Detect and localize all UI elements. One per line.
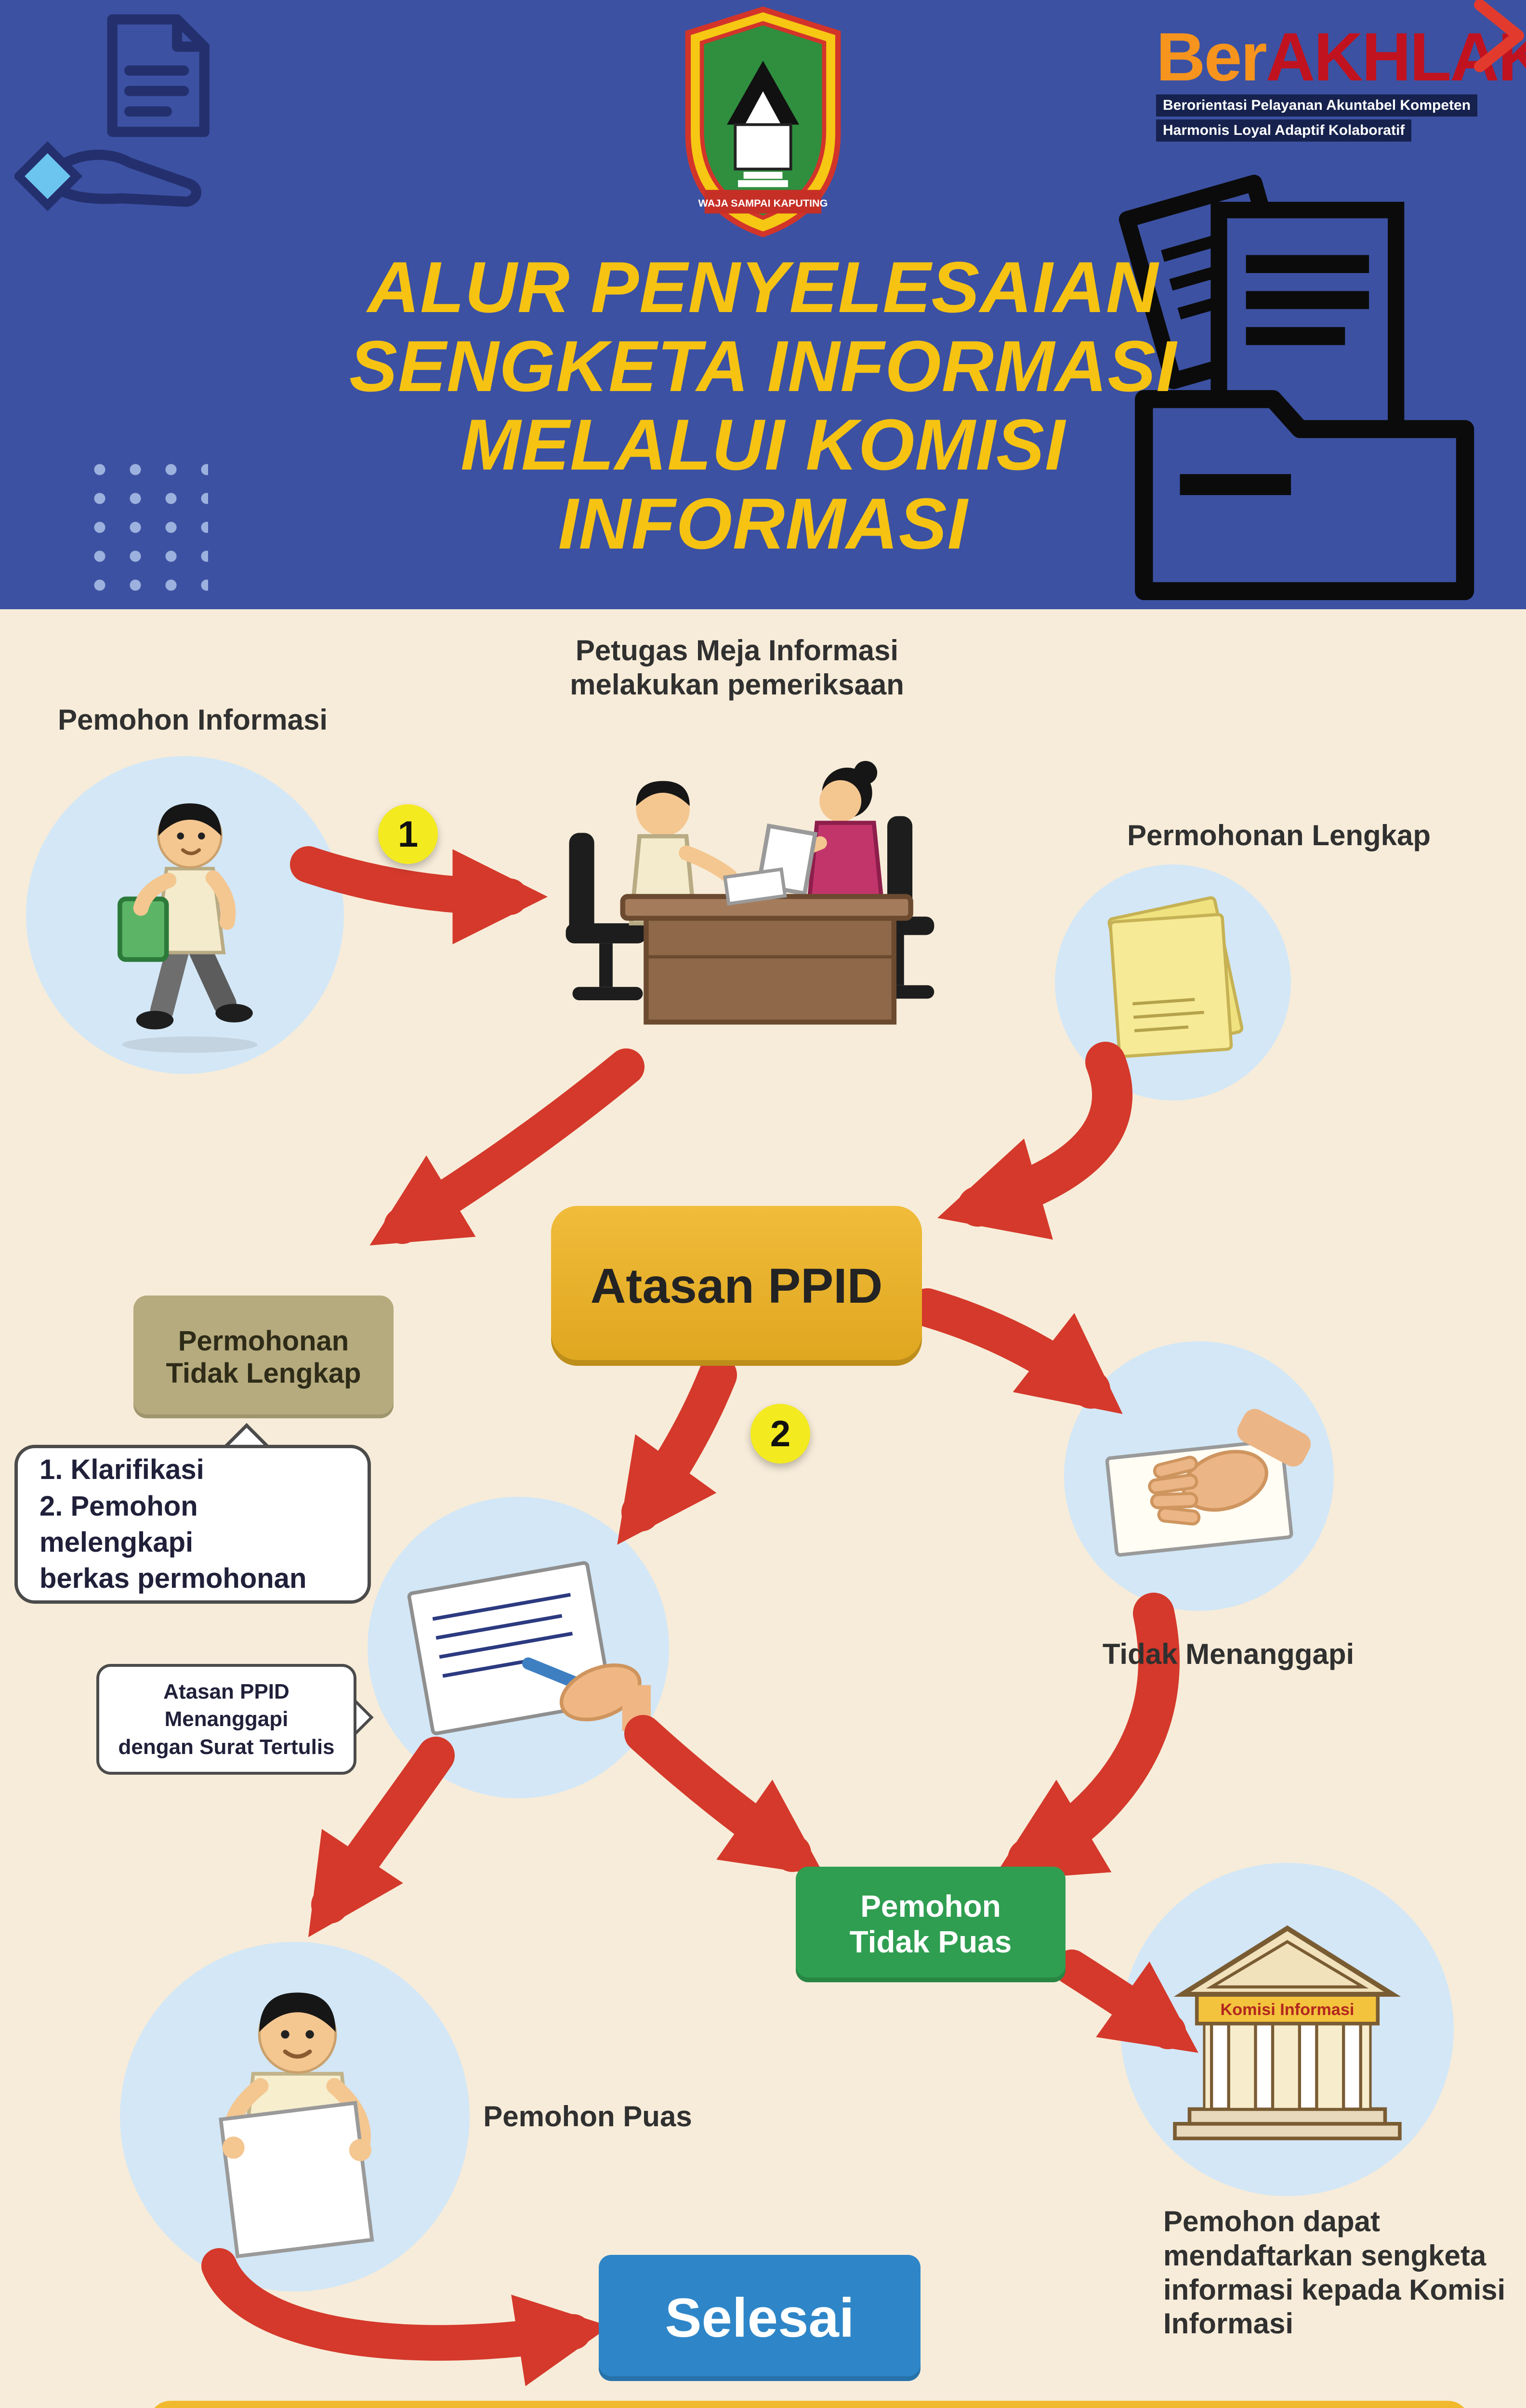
step-badge-2: 2 (750, 1404, 810, 1464)
berakhlak-tagline-1: Berorientasi Pelayanan Akuntabel Kompete… (1156, 94, 1478, 117)
document-stack-illustration (1107, 896, 1244, 1059)
dot-grid-left (82, 455, 208, 600)
komisi-building-illustration: Komisi Informasi (1172, 1925, 1402, 2140)
applicant-circle (26, 756, 344, 1074)
komisi-caption: Pemohon dapat mendaftarkan sengketa info… (1163, 2205, 1506, 2340)
officer-caption: Petugas Meja Informasi melakukan pemerik… (570, 634, 904, 701)
satisfied-label: Pemohon Puas (483, 2100, 692, 2133)
berakhlak-tagline-2: Harmonis Loyal Adaptif Kolaboratif (1156, 119, 1412, 142)
no-response-label: Tidak Menanggapi (1102, 1638, 1355, 1670)
satisfied-circle (120, 1942, 470, 2291)
provincial-crest-logo: WAJA SAMPAI KAPUTING (685, 6, 841, 237)
flow-arrow (624, 1715, 825, 1876)
complete-request-circle (1055, 864, 1291, 1100)
reading-man-illustration (218, 1992, 374, 2258)
no-response-circle (1064, 1341, 1334, 1611)
incomplete-request-box: Permohonan Tidak Lengkap (133, 1296, 394, 1418)
incomplete-bubble-text: 1. Klarifikasi 2. Pemohon melengkapi ber… (39, 1454, 307, 1595)
berakhlak-logo: BerAKHLAK Berorientasi Pelayanan Akuntab… (1156, 23, 1526, 142)
crest-motto: WAJA SAMPAI KAPUTING (698, 197, 828, 209)
komisi-sign: Komisi Informasi (1220, 2001, 1354, 2019)
berakhlak-prefix: Ber (1156, 19, 1267, 95)
complete-request-label: Permohonan Lengkap (1127, 819, 1431, 851)
applicant-label: Pemohon Informasi (57, 704, 328, 736)
incomplete-bubble: 1. Klarifikasi 2. Pemohon melengkapi ber… (14, 1445, 371, 1604)
respond-bubble-text: Atasan PPID Menanggapi dengan Surat Tert… (118, 1680, 335, 1759)
flow-arrow (617, 1356, 737, 1545)
letter-writing-illustration (407, 1561, 651, 1735)
chevron-right-icon (1474, 0, 1524, 72)
respond-bubble: Atasan PPID Menanggapi dengan Surat Tert… (96, 1664, 356, 1775)
hand-on-paper-illustration (1105, 1409, 1311, 1557)
desk-scene-illustration (566, 760, 934, 1025)
poster-title: ALUR PENYELESAIAN SENGKETA INFORMASI MEL… (349, 247, 1177, 564)
step-badge-1: 1 (378, 804, 438, 864)
flow-arrow (908, 1288, 1123, 1414)
komisi-circle: Komisi Informasi (1120, 1863, 1454, 2196)
document-hand-icon (14, 14, 210, 211)
dissatisfied-box: Pemohon Tidak Puas (796, 1867, 1066, 1982)
walking-man-illustration (117, 803, 258, 1053)
berakhlak-wordmark: BerAKHLAK (1156, 23, 1526, 92)
atasan-ppid-box: Atasan PPID (551, 1206, 922, 1366)
written-response-circle (368, 1497, 669, 1798)
flow-arrow (369, 1048, 645, 1245)
done-box: Selesai (599, 2255, 921, 2381)
folder-documents-icon (1118, 174, 1474, 601)
footnote-box: 1. Permohonan keberatan disampaikan pali… (149, 2401, 1470, 2408)
